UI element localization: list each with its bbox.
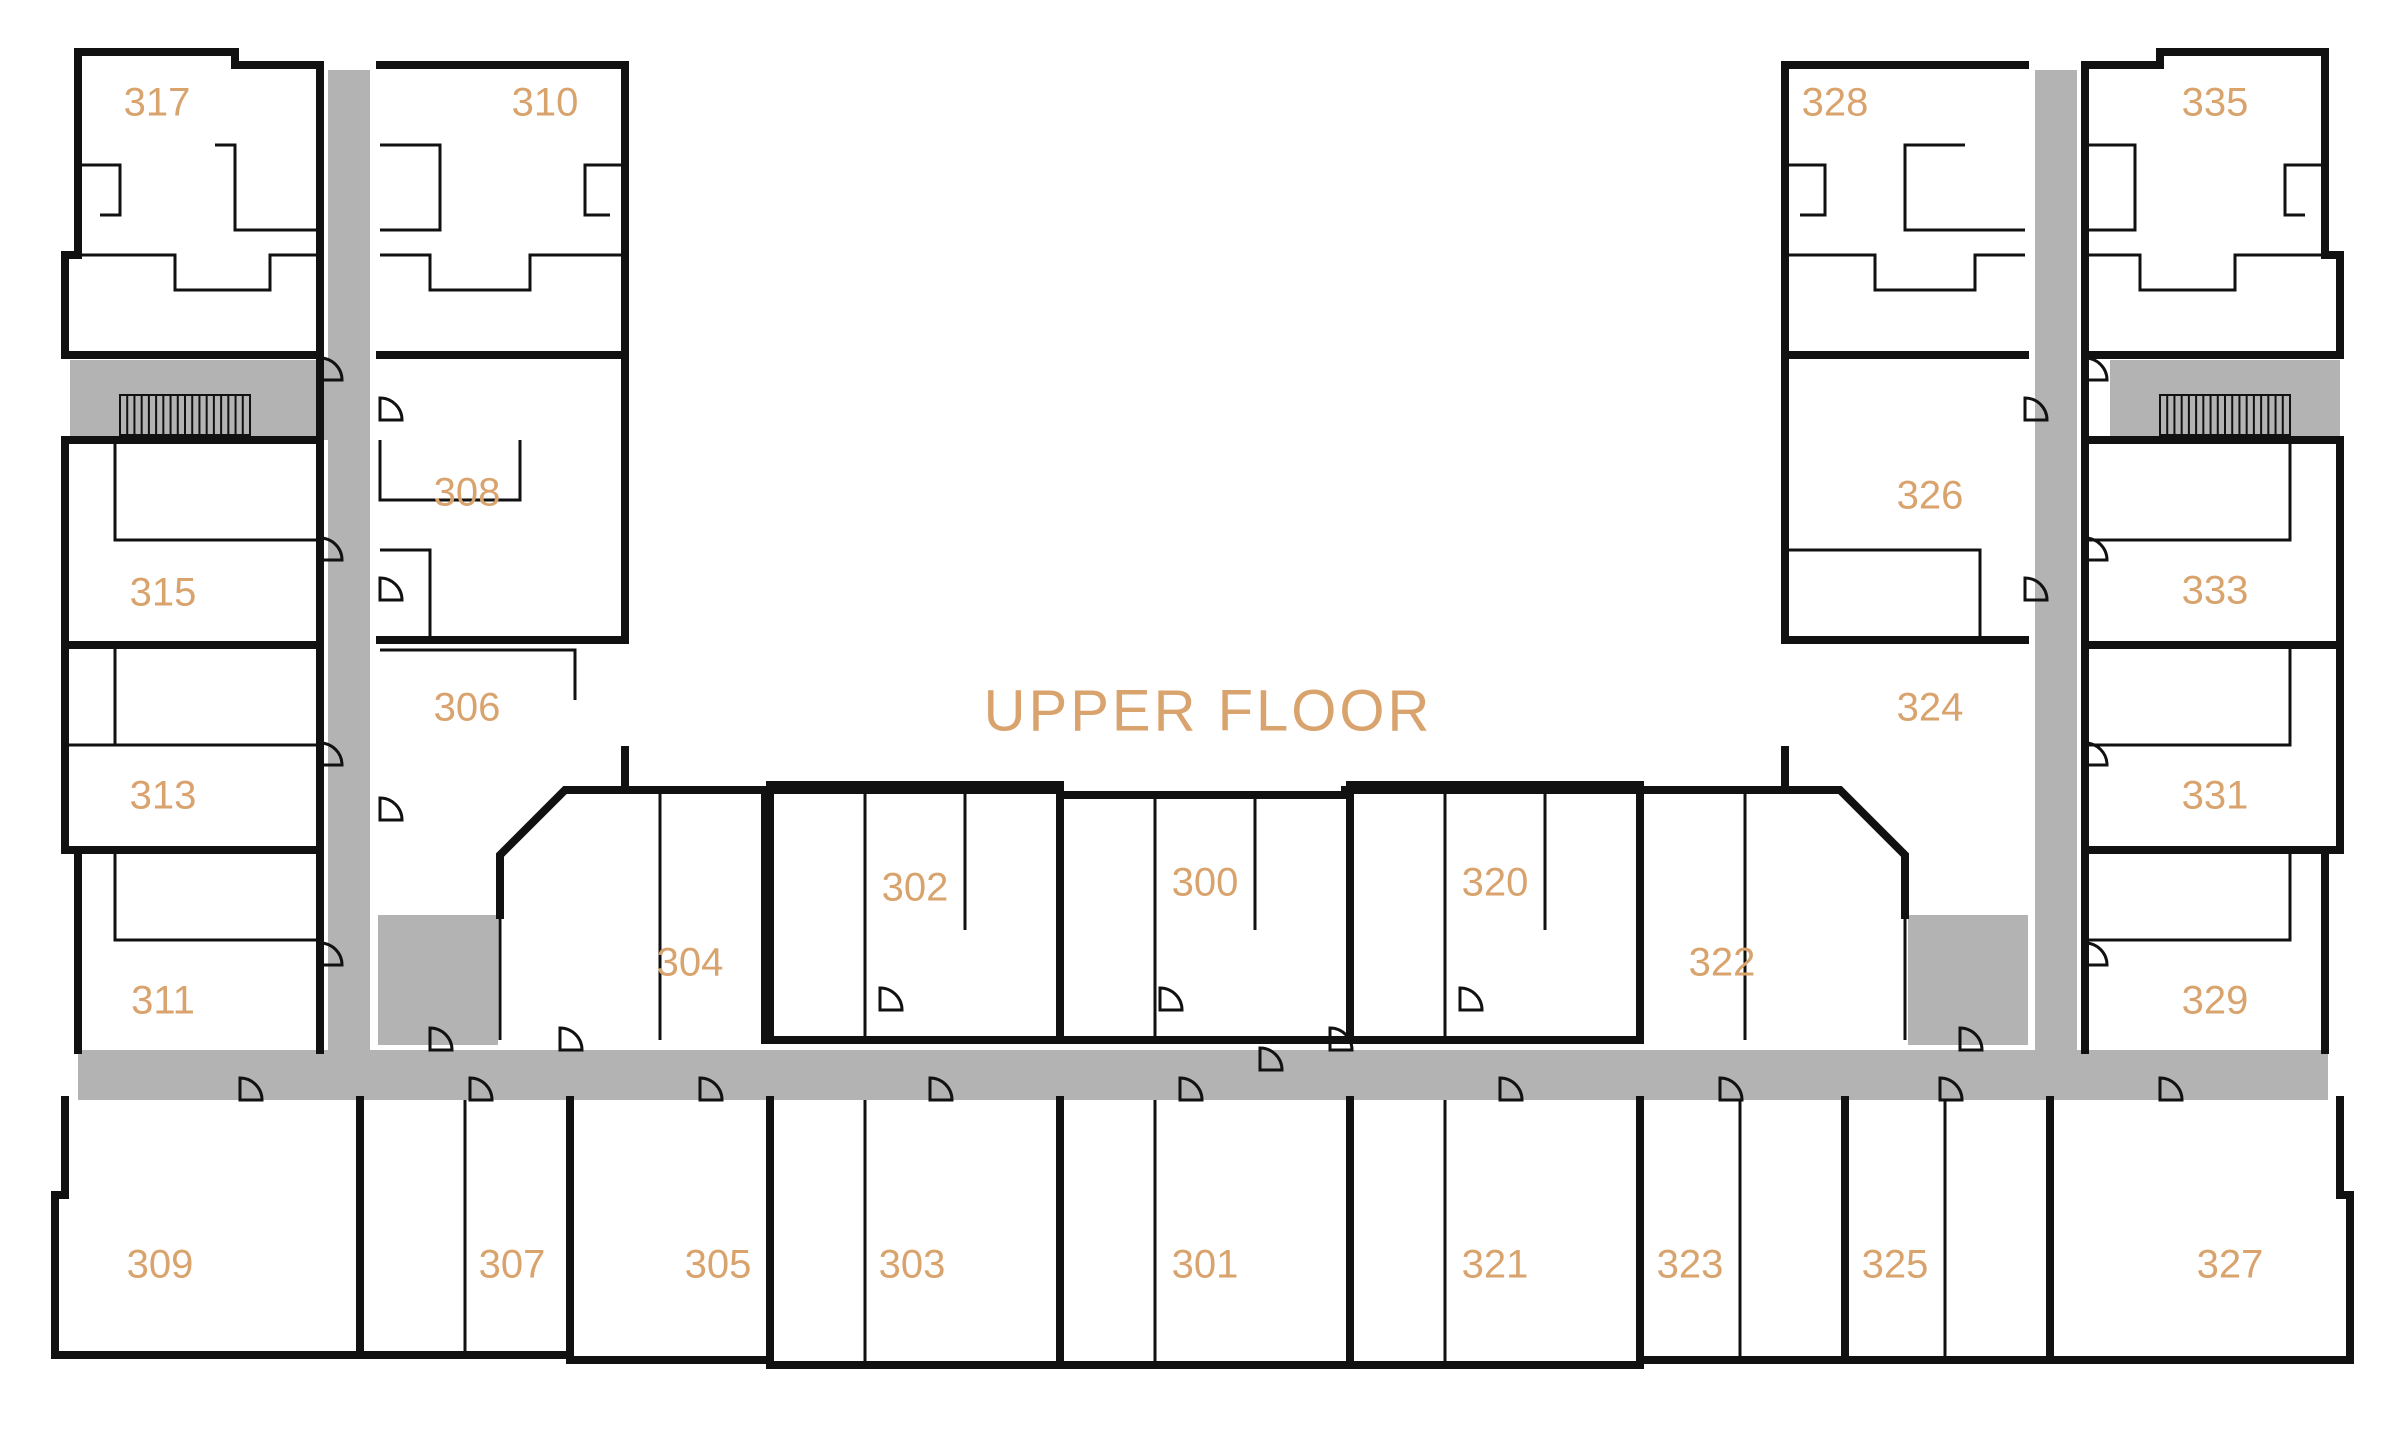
unit-label-307: 307 (479, 1243, 546, 1287)
door-swing (378, 796, 404, 822)
door-swing (2083, 536, 2109, 562)
unit-label-331: 331 (2182, 774, 2249, 818)
bottom-row-walls (51, 1096, 2354, 1369)
door-swing (1958, 1026, 1984, 1052)
door-swing (1718, 1076, 1744, 1102)
door-swing (1458, 986, 1484, 1012)
door-swing (878, 986, 904, 1012)
unit-label-301: 301 (1172, 1243, 1239, 1287)
unit-label-335: 335 (2182, 81, 2249, 125)
interior-partitions (65, 143, 2340, 1040)
door-swing (1258, 1046, 1284, 1072)
unit-label-311: 311 (131, 979, 195, 1023)
door-swing (468, 1076, 494, 1102)
unit-label-322: 322 (1689, 941, 1756, 985)
door-swing (698, 1076, 724, 1102)
stair-landing-left (70, 360, 340, 440)
unit-label-304: 304 (657, 941, 724, 985)
door-swing (378, 396, 404, 422)
door-swing (238, 1076, 264, 1102)
door-swing (1158, 986, 1184, 1012)
unit-label-313: 313 (130, 774, 197, 818)
unit-label-320: 320 (1462, 861, 1529, 905)
unit-label-315: 315 (130, 571, 197, 615)
unit-label-302: 302 (882, 866, 949, 910)
door-swing (1178, 1076, 1204, 1102)
unit-label-323: 323 (1657, 1243, 1724, 1287)
unit-label-310: 310 (512, 81, 579, 125)
door-swings (238, 356, 2184, 1102)
unit-label-303: 303 (879, 1243, 946, 1287)
door-swing (2023, 576, 2049, 602)
unit-label-327: 327 (2197, 1243, 2264, 1287)
unit-label-325: 325 (1862, 1243, 1929, 1287)
door-swing (558, 1026, 584, 1052)
unit-label-305: 305 (685, 1243, 752, 1287)
door-swing (318, 356, 344, 382)
service-core-left (378, 915, 498, 1045)
service-core-right (1908, 915, 2028, 1045)
unit-label-333: 333 (2182, 569, 2249, 613)
unit-label-324: 324 (1897, 686, 1964, 730)
door-swing (318, 741, 344, 767)
door-swing (2083, 741, 2109, 767)
door-swing (1498, 1076, 1524, 1102)
door-swing (2083, 941, 2109, 967)
corridor-left-vertical (328, 70, 370, 1100)
unit-label-300: 300 (1172, 861, 1239, 905)
door-swing (1938, 1076, 1964, 1102)
unit-label-326: 326 (1897, 474, 1964, 518)
door-swing (2023, 396, 2049, 422)
right-wing-walls (1341, 48, 2344, 1054)
door-swing (1328, 1026, 1354, 1052)
stairs (119, 394, 2291, 436)
door-swing (2083, 356, 2109, 382)
unit-label-317: 317 (124, 81, 191, 125)
unit-label-328: 328 (1802, 81, 1869, 125)
corridors (70, 70, 2340, 1100)
unit-labels: 317 310 328 335 308 326 315 333 306 324 313 331 302 3… (124, 81, 2264, 1287)
door-swing (318, 941, 344, 967)
unit-label-306: 306 (434, 686, 501, 730)
door-swing (928, 1076, 954, 1102)
floor-title: UPPER FLOOR (984, 678, 1433, 743)
corridor-main-horizontal (78, 1050, 2328, 1100)
door-swing (428, 1026, 454, 1052)
door-swing (2158, 1076, 2184, 1102)
left-wing-walls (61, 48, 1064, 1054)
center-upper-walls (766, 781, 1644, 1044)
door-swing (318, 536, 344, 562)
door-swing (378, 576, 404, 602)
unit-label-321: 321 (1462, 1243, 1529, 1287)
unit-label-308: 308 (434, 471, 501, 515)
unit-label-329: 329 (2182, 979, 2249, 1023)
unit-label-309: 309 (127, 1243, 194, 1287)
